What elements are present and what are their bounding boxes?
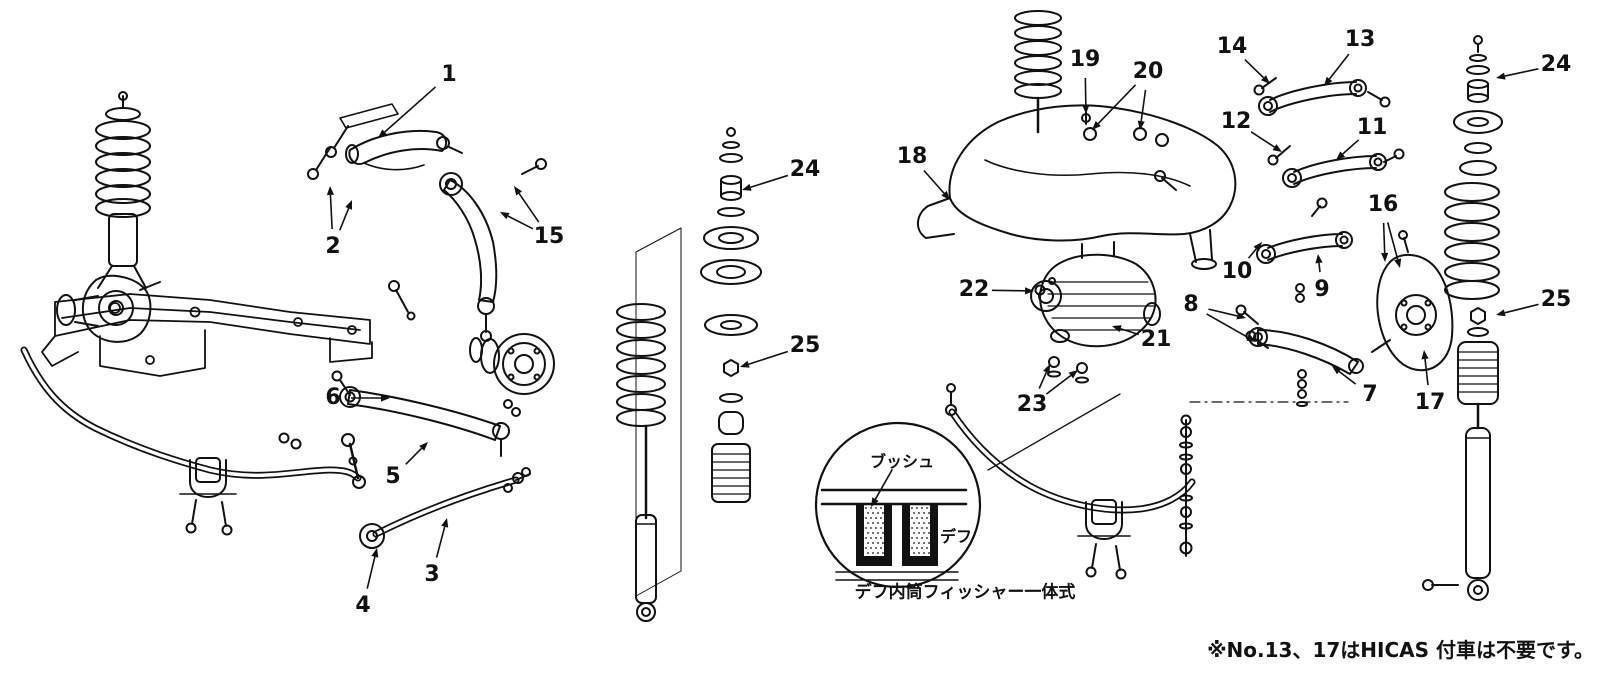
- callout-25L: 25: [789, 333, 821, 358]
- front-tension-rod-art: [359, 467, 531, 549]
- rear-knuckle-art: [1371, 230, 1454, 372]
- callout-8: 8: [1183, 292, 1199, 317]
- callout-7: 7: [1362, 382, 1378, 407]
- callout-2: 2: [325, 234, 341, 259]
- callout-13: 13: [1344, 27, 1376, 52]
- front-hub-art: [469, 333, 555, 417]
- inset-caption: デフ内筒フィッシャー一体式: [854, 582, 1076, 603]
- differential-art: [1030, 241, 1161, 384]
- front-transverse-link-art: [331, 370, 510, 457]
- callout-23: 23: [1016, 392, 1048, 417]
- rear-shock-exploded-art: [1422, 35, 1503, 601]
- rear-lower-arm-art: [1235, 283, 1364, 407]
- callout-10: 10: [1221, 259, 1253, 284]
- callout-14: 14: [1216, 34, 1248, 59]
- callout-21: 21: [1140, 327, 1172, 352]
- inset-detail-art: [814, 393, 1121, 589]
- callout-9: 9: [1314, 277, 1330, 302]
- inset-diff-label: デフ: [939, 527, 973, 546]
- hicas-footnote: ※No.13、17はHICAS 付車は不要です。: [1207, 638, 1594, 662]
- callout-6: 6: [325, 385, 341, 410]
- callout-11: 11: [1356, 115, 1388, 140]
- front-third-link-art: [388, 158, 547, 342]
- inset-bush-label: ブッシュ: [869, 452, 935, 471]
- shock-spring-art: [616, 303, 666, 427]
- callout-24L: 24: [789, 157, 821, 182]
- front-upper-arm-art: [307, 103, 463, 180]
- callout-3: 3: [424, 562, 440, 587]
- callout-1: 1: [441, 62, 457, 87]
- rear-link-11-art: [1267, 145, 1405, 188]
- front-stabilizer-art: [20, 346, 366, 536]
- shock-damper-art: [635, 424, 657, 622]
- callout-16: 16: [1367, 192, 1399, 217]
- callout-22: 22: [958, 277, 990, 302]
- rear-stabilizer-art: [945, 383, 1349, 580]
- callout-12: 12: [1220, 109, 1252, 134]
- rear-upper-arm-13-art: [1253, 77, 1391, 116]
- callout-5: 5: [385, 464, 401, 489]
- callout-15: 15: [533, 224, 565, 249]
- callout-18: 18: [896, 144, 928, 169]
- callout-20: 20: [1132, 59, 1164, 84]
- rear-link-9-art: [1256, 197, 1353, 264]
- shock-exploded-panel-art: [635, 227, 682, 597]
- callout-19: 19: [1069, 47, 1101, 72]
- callout-25R: 25: [1540, 287, 1572, 312]
- front-subframe-art: [41, 293, 373, 377]
- callout-24R: 24: [1540, 52, 1572, 77]
- callout-4: 4: [355, 593, 371, 618]
- callout-17: 17: [1414, 390, 1446, 415]
- mount-parts-stack-art: [700, 127, 762, 503]
- rear-spring-top-art: [1014, 10, 1062, 134]
